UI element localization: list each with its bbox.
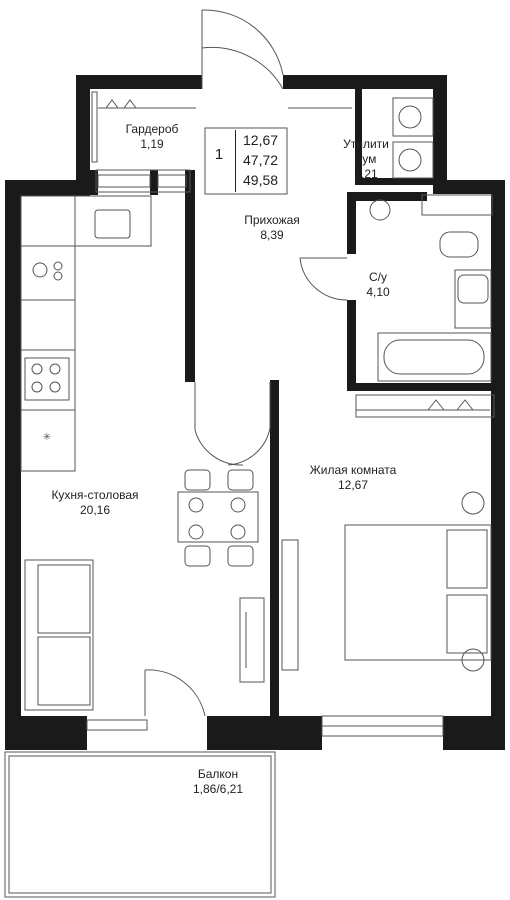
rooms-count: 1 <box>214 146 224 163</box>
hangers <box>98 99 490 411</box>
room-area: 12,67 <box>337 478 369 492</box>
summary-divider <box>235 130 236 192</box>
room-label-living: Жилая комната 12,67 <box>298 463 408 493</box>
walls <box>5 75 505 750</box>
sofa <box>24 559 94 711</box>
utility-machines <box>392 97 434 179</box>
total-area-value: 47,72 <box>243 152 279 168</box>
room-label-utility: Утилити рум 1,21 <box>338 137 394 182</box>
room-name: Жилая комната <box>309 463 397 477</box>
room-area: 1,19 <box>140 137 164 151</box>
tv-stand <box>239 539 299 683</box>
room-name-line1: Утилити <box>343 137 389 151</box>
room-label-hallway: Прихожая 8,39 <box>232 213 312 243</box>
room-name: Кухня-столовая <box>51 488 139 502</box>
balcony <box>4 751 276 898</box>
room-label-bathroom: С/у 4,10 <box>354 270 402 300</box>
bathroom-fixtures <box>369 199 492 382</box>
total-with-balcony-value: 49,58 <box>243 172 279 188</box>
room-label-balcony: Балкон 1,86/6,21 <box>178 767 258 797</box>
room-name: Балкон <box>197 767 239 781</box>
living-area-value: 12,67 <box>243 132 279 148</box>
doors <box>144 9 348 717</box>
room-name: Гардероб <box>125 122 179 136</box>
room-area: 1,21 <box>354 167 378 181</box>
partitions <box>95 127 495 418</box>
area-values: 12,67 47,72 49,58 <box>243 130 278 190</box>
room-area: 4,10 <box>366 285 390 299</box>
dining-table <box>177 469 259 567</box>
room-name: С/у <box>369 270 387 284</box>
windows <box>86 91 444 737</box>
room-area: 1,86/6,21 <box>192 782 244 796</box>
area-summary: 1 12,67 47,72 49,58 <box>205 128 287 194</box>
bed <box>344 491 492 672</box>
kitchen-furniture: ✳ <box>20 195 152 472</box>
room-name-line2: рум <box>355 152 377 166</box>
room-name: Прихожая <box>244 213 300 227</box>
room-label-kitchen: Кухня-столовая 20,16 <box>40 488 150 518</box>
room-area: 8,39 <box>260 228 284 242</box>
room-label-wardrobe: Гардероб 1,19 <box>112 122 192 152</box>
svg-text:✳: ✳ <box>43 432 51 443</box>
room-area: 20,16 <box>79 503 111 517</box>
